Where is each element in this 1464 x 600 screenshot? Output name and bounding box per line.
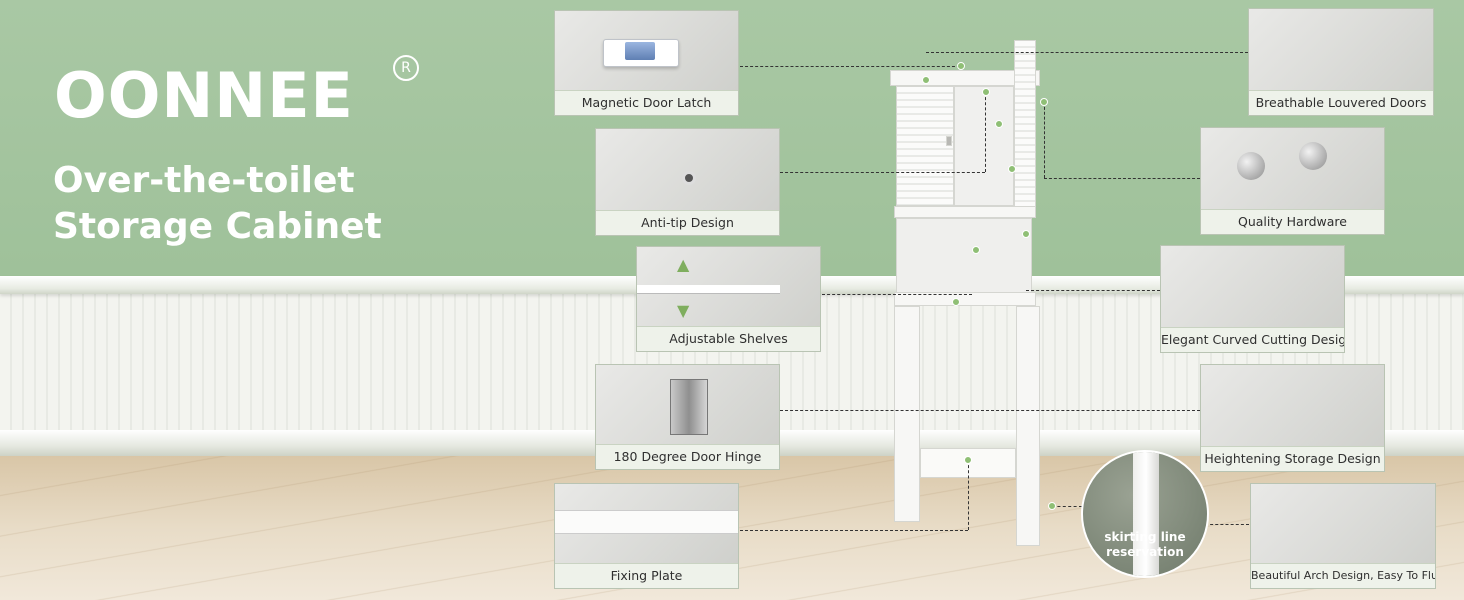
knob-icon	[1237, 152, 1265, 180]
cabinet-illustration	[890, 40, 1060, 550]
brand-logo: OONNEE	[54, 59, 354, 132]
leader-line	[1052, 506, 1082, 507]
storage-photo	[1201, 365, 1384, 447]
callout-magnetic-door-latch: Magnetic Door Latch	[554, 10, 739, 116]
circle-line-1: skirting line	[1104, 530, 1186, 544]
callout-label: Breathable Louvered Doors	[1249, 90, 1433, 115]
marker-dot	[964, 456, 972, 464]
latch-photo	[555, 11, 738, 91]
callout-label: Beautiful Arch Design, Easy To Flush	[1251, 563, 1435, 588]
arrow-down-icon: ▼	[677, 301, 690, 320]
marker-dot	[1040, 98, 1048, 106]
fixing-plate-photo	[555, 484, 738, 564]
callout-quality-hardware: Quality Hardware	[1200, 127, 1385, 235]
marker-dot	[1048, 502, 1056, 510]
arch-photo	[1251, 484, 1435, 564]
plate-board	[555, 510, 738, 534]
registered-mark-icon: R	[393, 55, 419, 81]
curved-cut-photo	[1161, 246, 1344, 328]
cabinet-interior	[954, 86, 1014, 206]
leader-line	[1205, 524, 1249, 525]
callout-curved-cutting: Elegant Curved Cutting Design	[1160, 245, 1345, 353]
screw-icon	[682, 171, 696, 185]
hinge-photo	[596, 365, 779, 445]
marker-dot	[957, 62, 965, 70]
anti-tip-photo	[596, 129, 779, 211]
left-leg	[894, 306, 920, 522]
marker-dot	[982, 88, 990, 96]
door-knob-icon	[946, 136, 952, 146]
skirting-detail-circle: skirting line reservation	[1081, 450, 1209, 578]
open-storage-section	[896, 218, 1032, 294]
right-leg	[1016, 306, 1040, 546]
callout-label: Adjustable Shelves	[637, 326, 820, 351]
leader-line	[968, 460, 969, 530]
louvered-door-left	[896, 86, 954, 206]
title-line-1: Over-the-toilet	[53, 160, 355, 201]
arch-rail	[894, 292, 1036, 306]
callout-label: Elegant Curved Cutting Design	[1161, 327, 1344, 352]
page-title: Over-the-toilet Storage Cabinet	[53, 158, 382, 250]
title-line-2: Storage Cabinet	[53, 206, 382, 247]
leader-line	[740, 66, 960, 67]
shelf-board	[637, 285, 780, 294]
hinge-icon	[670, 379, 708, 435]
leader-line	[822, 294, 972, 295]
arrow-up-icon: ▲	[677, 255, 690, 274]
callout-fixing-plate: Fixing Plate	[554, 483, 739, 589]
leader-line	[926, 52, 1248, 53]
leader-line	[1026, 290, 1160, 291]
callout-heightening-storage: Heightening Storage Design	[1200, 364, 1385, 472]
marker-dot	[995, 120, 1003, 128]
callout-louvered-doors: Breathable Louvered Doors	[1248, 8, 1434, 116]
shelf-photo: ▲ ▼	[637, 247, 820, 327]
callout-label: Magnetic Door Latch	[555, 90, 738, 115]
callout-label: Fixing Plate	[555, 563, 738, 588]
callout-label: Quality Hardware	[1201, 209, 1384, 234]
leader-line	[985, 92, 986, 172]
marker-dot	[972, 246, 980, 254]
marker-dot	[922, 76, 930, 84]
callout-door-hinge: 180 Degree Door Hinge	[595, 364, 780, 470]
leader-line	[780, 172, 985, 173]
callout-label: 180 Degree Door Hinge	[596, 444, 779, 469]
marker-dot	[952, 298, 960, 306]
cabinet-middle-shelf	[894, 206, 1036, 218]
louvered-door-right-open	[1014, 40, 1036, 208]
marker-dot	[1008, 165, 1016, 173]
marker-dot	[1022, 230, 1030, 238]
leader-line	[1044, 102, 1045, 178]
knob-icon	[1299, 142, 1327, 170]
callout-label: Heightening Storage Design	[1201, 446, 1384, 471]
leader-line	[740, 530, 968, 531]
hardware-photo	[1201, 128, 1384, 210]
callout-anti-tip-design: Anti-tip Design	[595, 128, 780, 236]
circle-leg-detail	[1133, 452, 1159, 576]
callout-adjustable-shelves: ▲ ▼ Adjustable Shelves	[636, 246, 821, 352]
callout-arch-design: Beautiful Arch Design, Easy To Flush	[1250, 483, 1436, 589]
latch-magnet-icon	[625, 42, 655, 60]
circle-caption: skirting line reservation	[1083, 530, 1207, 560]
louvered-door-photo	[1249, 9, 1433, 91]
callout-label: Anti-tip Design	[596, 210, 779, 235]
leader-line	[1044, 178, 1200, 179]
leader-line	[780, 410, 1200, 411]
circle-line-2: reservation	[1106, 545, 1184, 559]
